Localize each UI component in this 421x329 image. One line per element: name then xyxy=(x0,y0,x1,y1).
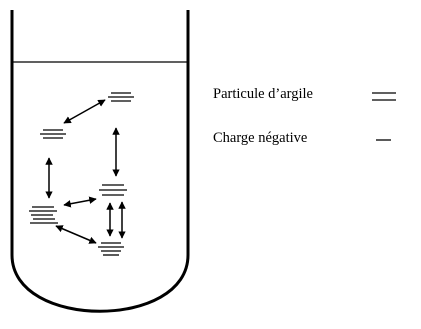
legend-charge-label: Charge négative xyxy=(213,130,308,146)
test-tube xyxy=(10,10,190,313)
clay-particle-left-upper xyxy=(40,129,66,139)
clay-particle-right-middle xyxy=(99,184,127,196)
clay-particle-bottom-right xyxy=(98,242,124,256)
repulsion-arrow xyxy=(63,196,97,208)
repulsion-arrow xyxy=(63,99,106,124)
clay-particle-left-lower xyxy=(29,206,58,224)
repulsion-arrow xyxy=(55,225,97,244)
negative-charge-symbol xyxy=(376,139,391,141)
legend-particle-label: Particule d’argile xyxy=(213,86,313,102)
clay-particle-top-right xyxy=(108,92,134,102)
clay-particle-symbol xyxy=(372,92,396,101)
